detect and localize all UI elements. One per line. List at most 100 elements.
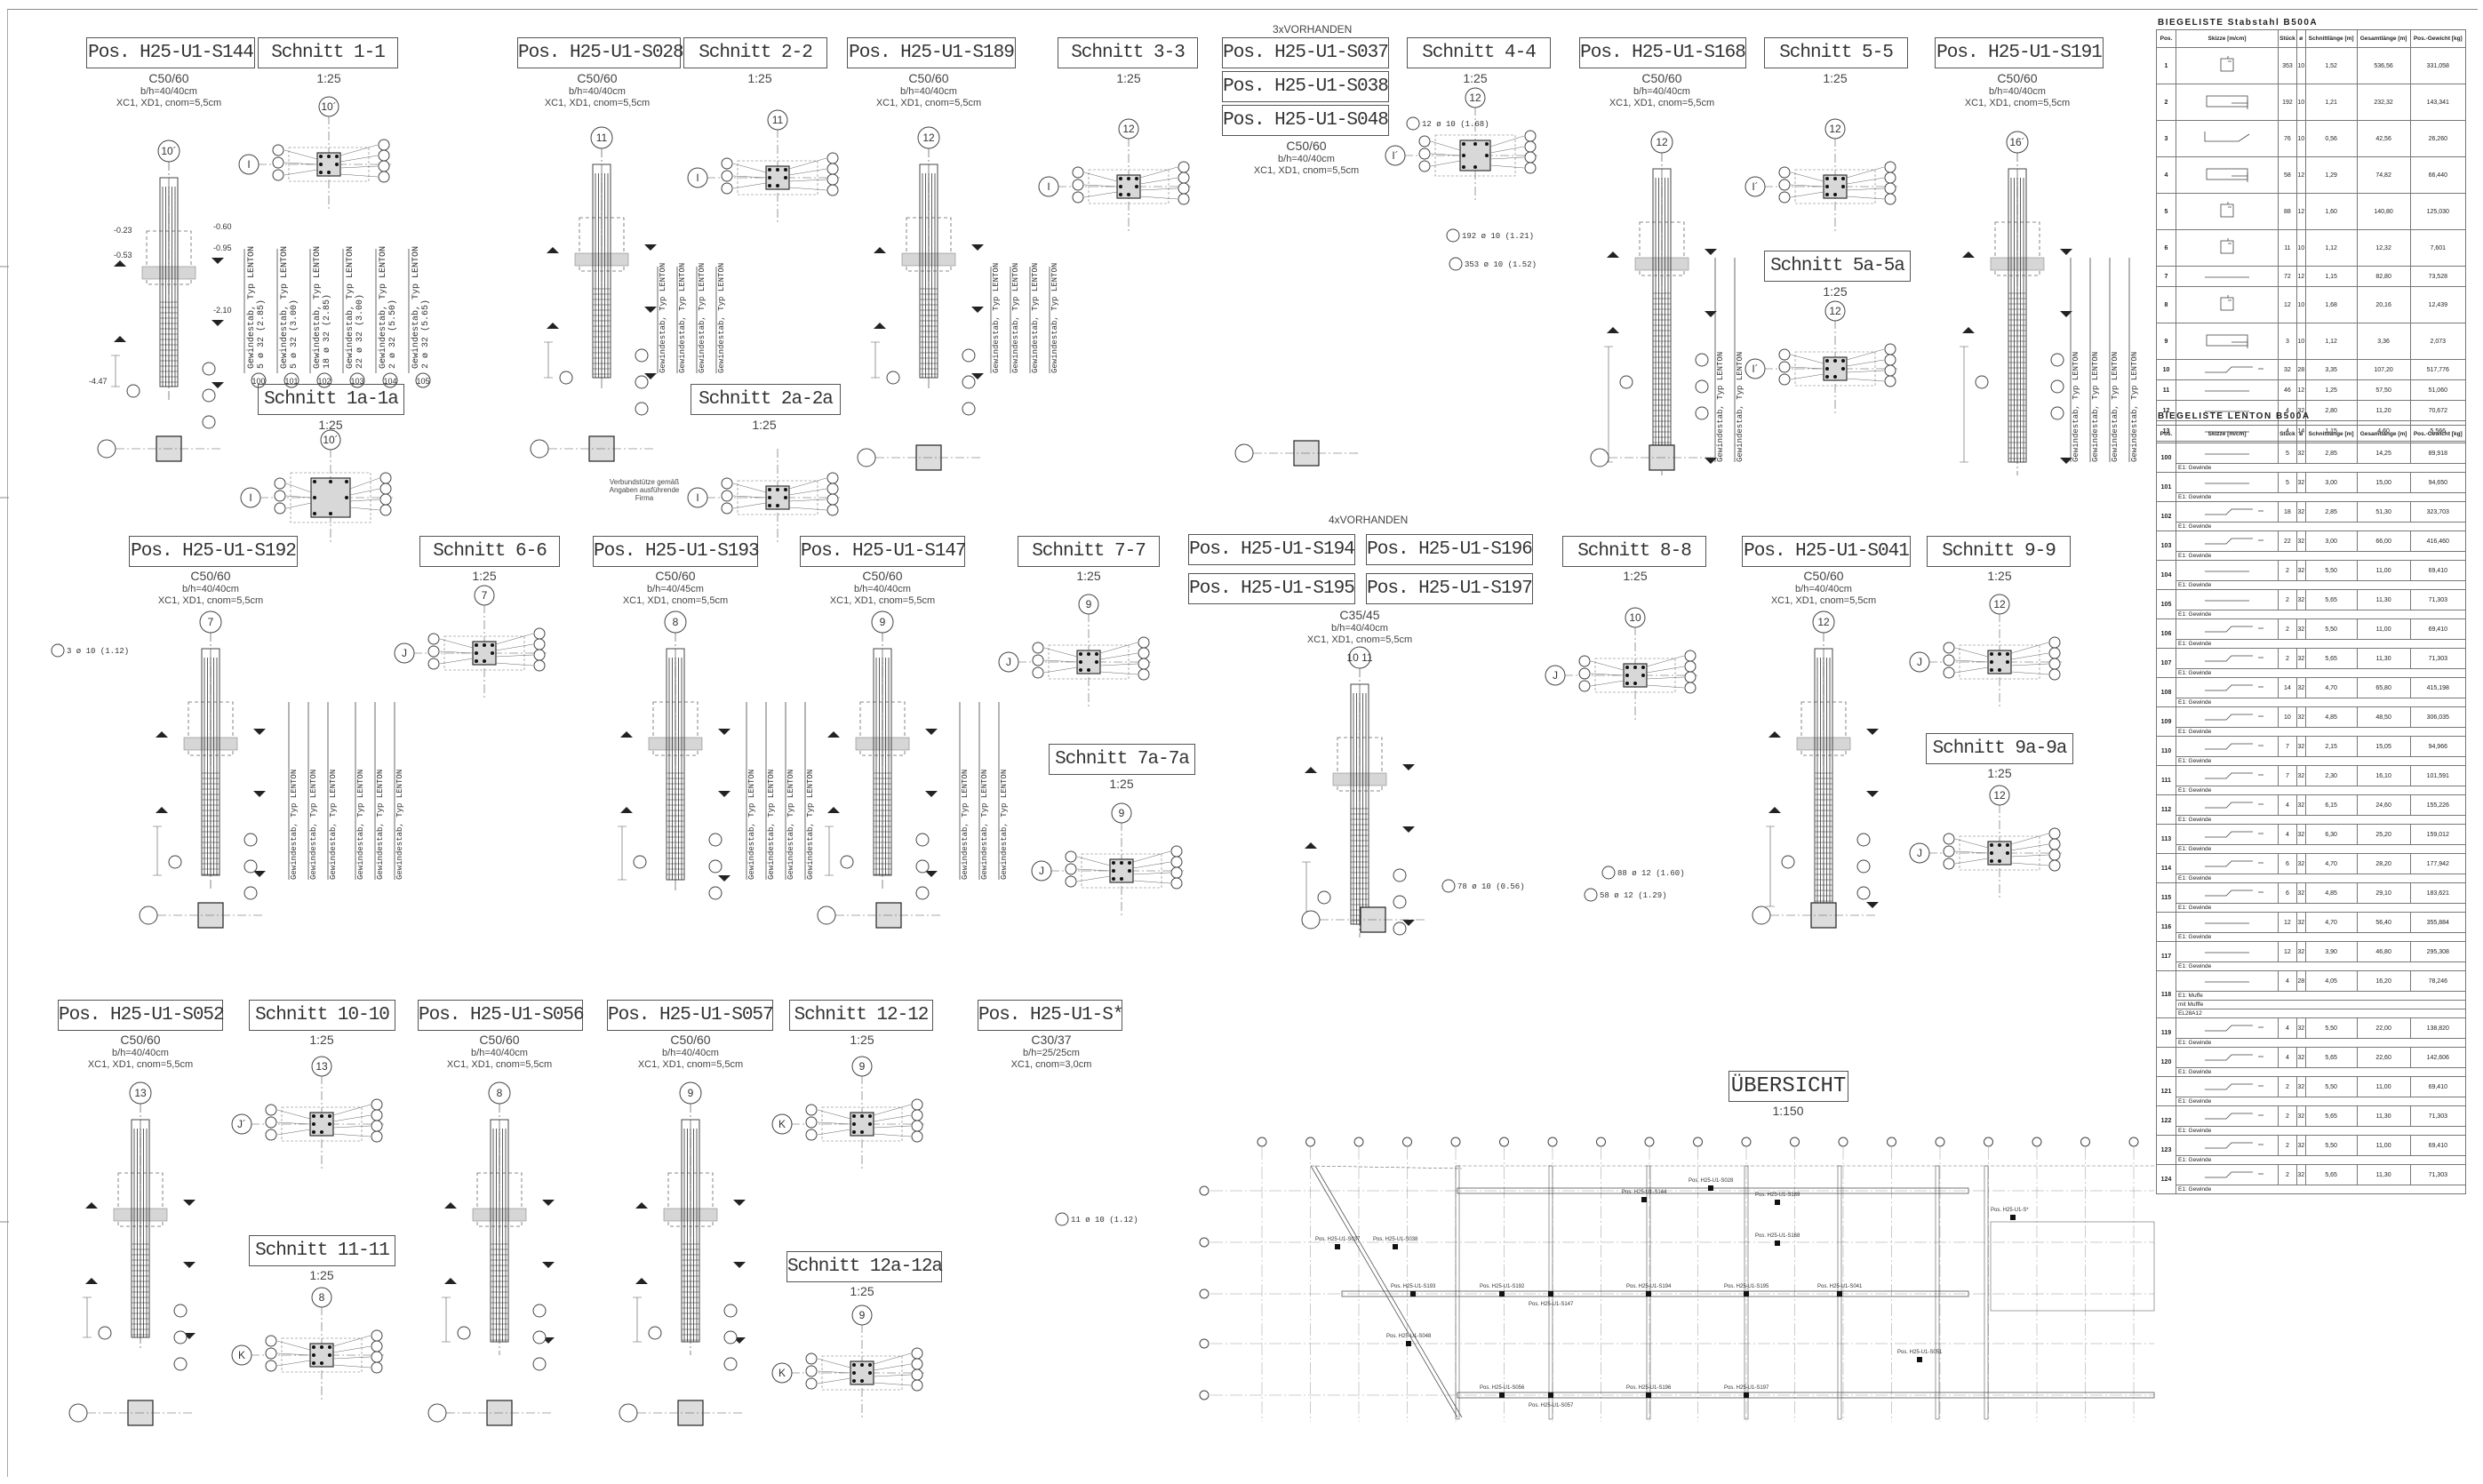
leader-line — [2010, 663, 2049, 666]
grid-bubble — [962, 375, 976, 389]
level-marker-icon — [547, 247, 559, 253]
table-cell — [2176, 560, 2279, 581]
rebar-dot — [1998, 859, 2001, 863]
table-cell: 18 — [2278, 501, 2297, 523]
column-header: Schnittlänge [m] — [2304, 29, 2358, 48]
rebar-dot — [1127, 177, 1130, 180]
grid-bubble — [1693, 1137, 1703, 1147]
leader-line — [1139, 195, 1178, 200]
leader-line — [2010, 642, 2049, 654]
rebar-dot — [784, 496, 787, 499]
dims: b/h=40/40cm — [140, 86, 197, 97]
table-cell: 5,50 — [2304, 618, 2358, 640]
table-note-row: E1: Gewinde — [2157, 903, 2466, 913]
grid-bubble — [1348, 646, 1371, 669]
rebar-dot — [1825, 185, 1829, 188]
rebar-label: Gewindestab, Typ LENTON — [1000, 770, 1009, 880]
rebar-dot — [1833, 193, 1837, 196]
level-marker-icon — [114, 260, 126, 267]
rebar-dot — [1841, 177, 1845, 180]
grid-bubble — [1170, 845, 1183, 858]
table-cell — [2176, 323, 2279, 360]
grid-bubble — [619, 1403, 638, 1423]
bar-sketch-icon — [2205, 802, 2263, 809]
table-cell: E1: Gewinde — [2176, 874, 2466, 883]
bar-sketch-icon — [2205, 626, 2263, 633]
column-marker — [1744, 1291, 1749, 1297]
grid-bubble — [1744, 358, 1766, 379]
scale-1a-1a: 1:25 — [242, 418, 419, 433]
scale: 1:25 — [747, 71, 772, 85]
table-cell: 0,56 — [2304, 120, 2358, 157]
rebar-dot — [1087, 652, 1090, 656]
rebar-dot — [1112, 877, 1115, 881]
rebar-dot — [2006, 652, 2009, 656]
grid-bubble — [378, 171, 390, 183]
table-cell: 71,303 — [2409, 1105, 2467, 1127]
title-s193: Pos. H25-U1-S193 — [593, 536, 760, 567]
table-cell: 76 — [2278, 120, 2297, 157]
grid-bubble — [394, 642, 415, 664]
rebar-dot — [335, 155, 339, 158]
rebar-dot — [345, 480, 348, 483]
grid-bubble — [244, 833, 258, 847]
table-cell: 4,85 — [2304, 882, 2358, 904]
table-cell — [2176, 1164, 2279, 1185]
grid-bubble — [1441, 879, 1456, 893]
rebar-dot — [784, 168, 787, 172]
exposure: XC1, XD1, cnom=5,5cm — [446, 1059, 553, 1070]
grid-bubble-label: 104 — [383, 377, 396, 386]
table-cell — [2176, 531, 2279, 552]
table-cell: 2 — [2278, 1076, 2297, 1097]
grid-bubble — [533, 638, 546, 650]
grid-bubble — [1884, 172, 1896, 184]
table-cell: 29,10 — [2356, 882, 2411, 904]
leader-line — [495, 633, 534, 645]
bar-sketch-icon — [2205, 538, 2263, 545]
grid-bubble — [708, 886, 723, 900]
grid-bubble — [2048, 838, 2061, 850]
title-schnitt-2-2: Schnitt 2-2 — [683, 37, 827, 68]
rebar-dot — [483, 643, 486, 647]
grid-bubble-label: 9 — [1119, 807, 1125, 819]
grid-bubble-label: 10´ — [323, 434, 338, 446]
grid-bubble-label: J´ — [237, 1118, 246, 1130]
slab-outline — [737, 160, 818, 195]
table-cell: 159,012 — [2409, 824, 2467, 845]
grid-bubble — [721, 182, 733, 195]
scale-3-3: 1:25 — [1040, 71, 1218, 86]
leader-line — [1954, 647, 1989, 658]
leader-line — [1083, 172, 1118, 182]
grid-bubble — [911, 1358, 923, 1370]
title-s038: Pos. H25-U1-S038 — [1222, 71, 1389, 102]
scale: 1:25 — [1463, 71, 1488, 85]
scale-7-7: 1:25 — [1000, 569, 1178, 584]
grid-bubble — [533, 649, 546, 661]
leader-line — [1489, 146, 1525, 154]
plan-position-label: Pos. H25-U1-S197 — [1724, 1385, 1769, 1391]
rebar-dot — [1841, 185, 1845, 188]
grid-bubble-label: I´ — [1752, 363, 1758, 375]
table-cell: 416,460 — [2409, 531, 2467, 552]
grid-bubble — [1170, 856, 1183, 868]
grid-bubble — [1778, 166, 1791, 179]
scale-9a-9a: 1:25 — [1911, 766, 2088, 781]
table-cell — [2176, 400, 2279, 421]
grid-bubble — [320, 429, 341, 451]
grid-bubble — [378, 149, 390, 162]
table-cell — [2176, 853, 2279, 874]
table-cell: 32 — [2295, 1135, 2306, 1156]
leader-line — [732, 495, 767, 499]
dimension-line — [871, 341, 880, 379]
table-cell: 10 — [2295, 120, 2306, 157]
table-cell — [2176, 794, 2279, 816]
rebar-label: Gewindestab, Typ LENTON — [395, 770, 404, 880]
grid-bubble — [1385, 145, 1406, 166]
grid-bubble — [474, 585, 495, 606]
table-cell: 12 — [2278, 286, 2297, 323]
table-note-row: E1: Gewinde — [2157, 1126, 2466, 1136]
